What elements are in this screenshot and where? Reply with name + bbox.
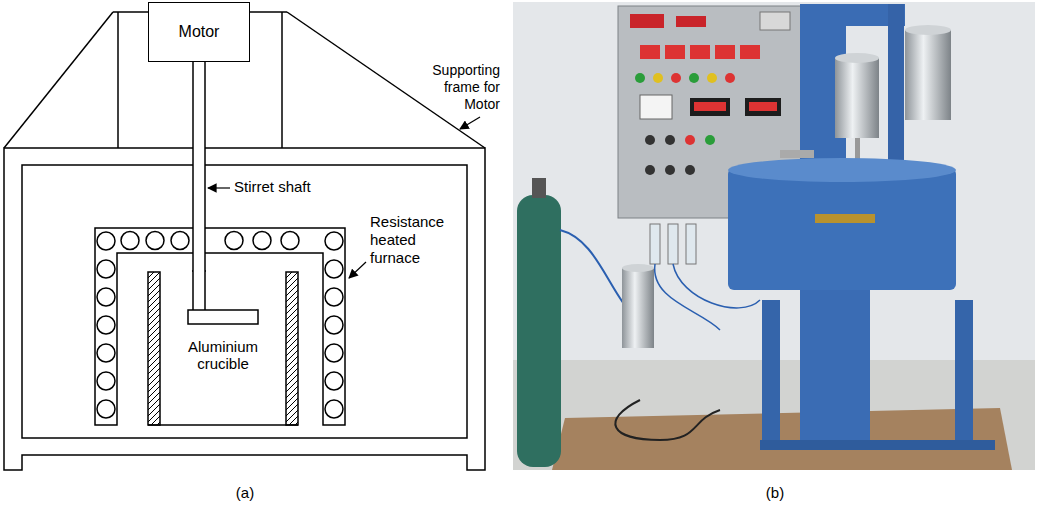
supporting-frame bbox=[4, 12, 485, 470]
furnace-label: Resistance heated furnace bbox=[370, 213, 458, 267]
node-text: Aluminium crucible bbox=[167, 338, 279, 373]
stirrer-shaft bbox=[192, 62, 206, 272]
motor-box: Motor bbox=[148, 2, 250, 62]
leader-lines bbox=[208, 117, 480, 278]
furnace-coils bbox=[95, 228, 345, 425]
crucible-walls bbox=[148, 272, 298, 425]
shaft-core bbox=[194, 62, 205, 272]
panel-label: (b) bbox=[745, 484, 805, 502]
panel-label: (a) bbox=[215, 484, 275, 502]
frame-label: Supporting frame for Motor bbox=[420, 62, 500, 112]
node-text: Motor bbox=[154, 23, 244, 41]
shaft-label: Stirret shaft bbox=[234, 178, 344, 196]
apparatus-photo bbox=[513, 2, 1035, 470]
crucible-box: Aluminium crucible bbox=[148, 272, 298, 425]
stirrer-impeller bbox=[188, 270, 258, 324]
